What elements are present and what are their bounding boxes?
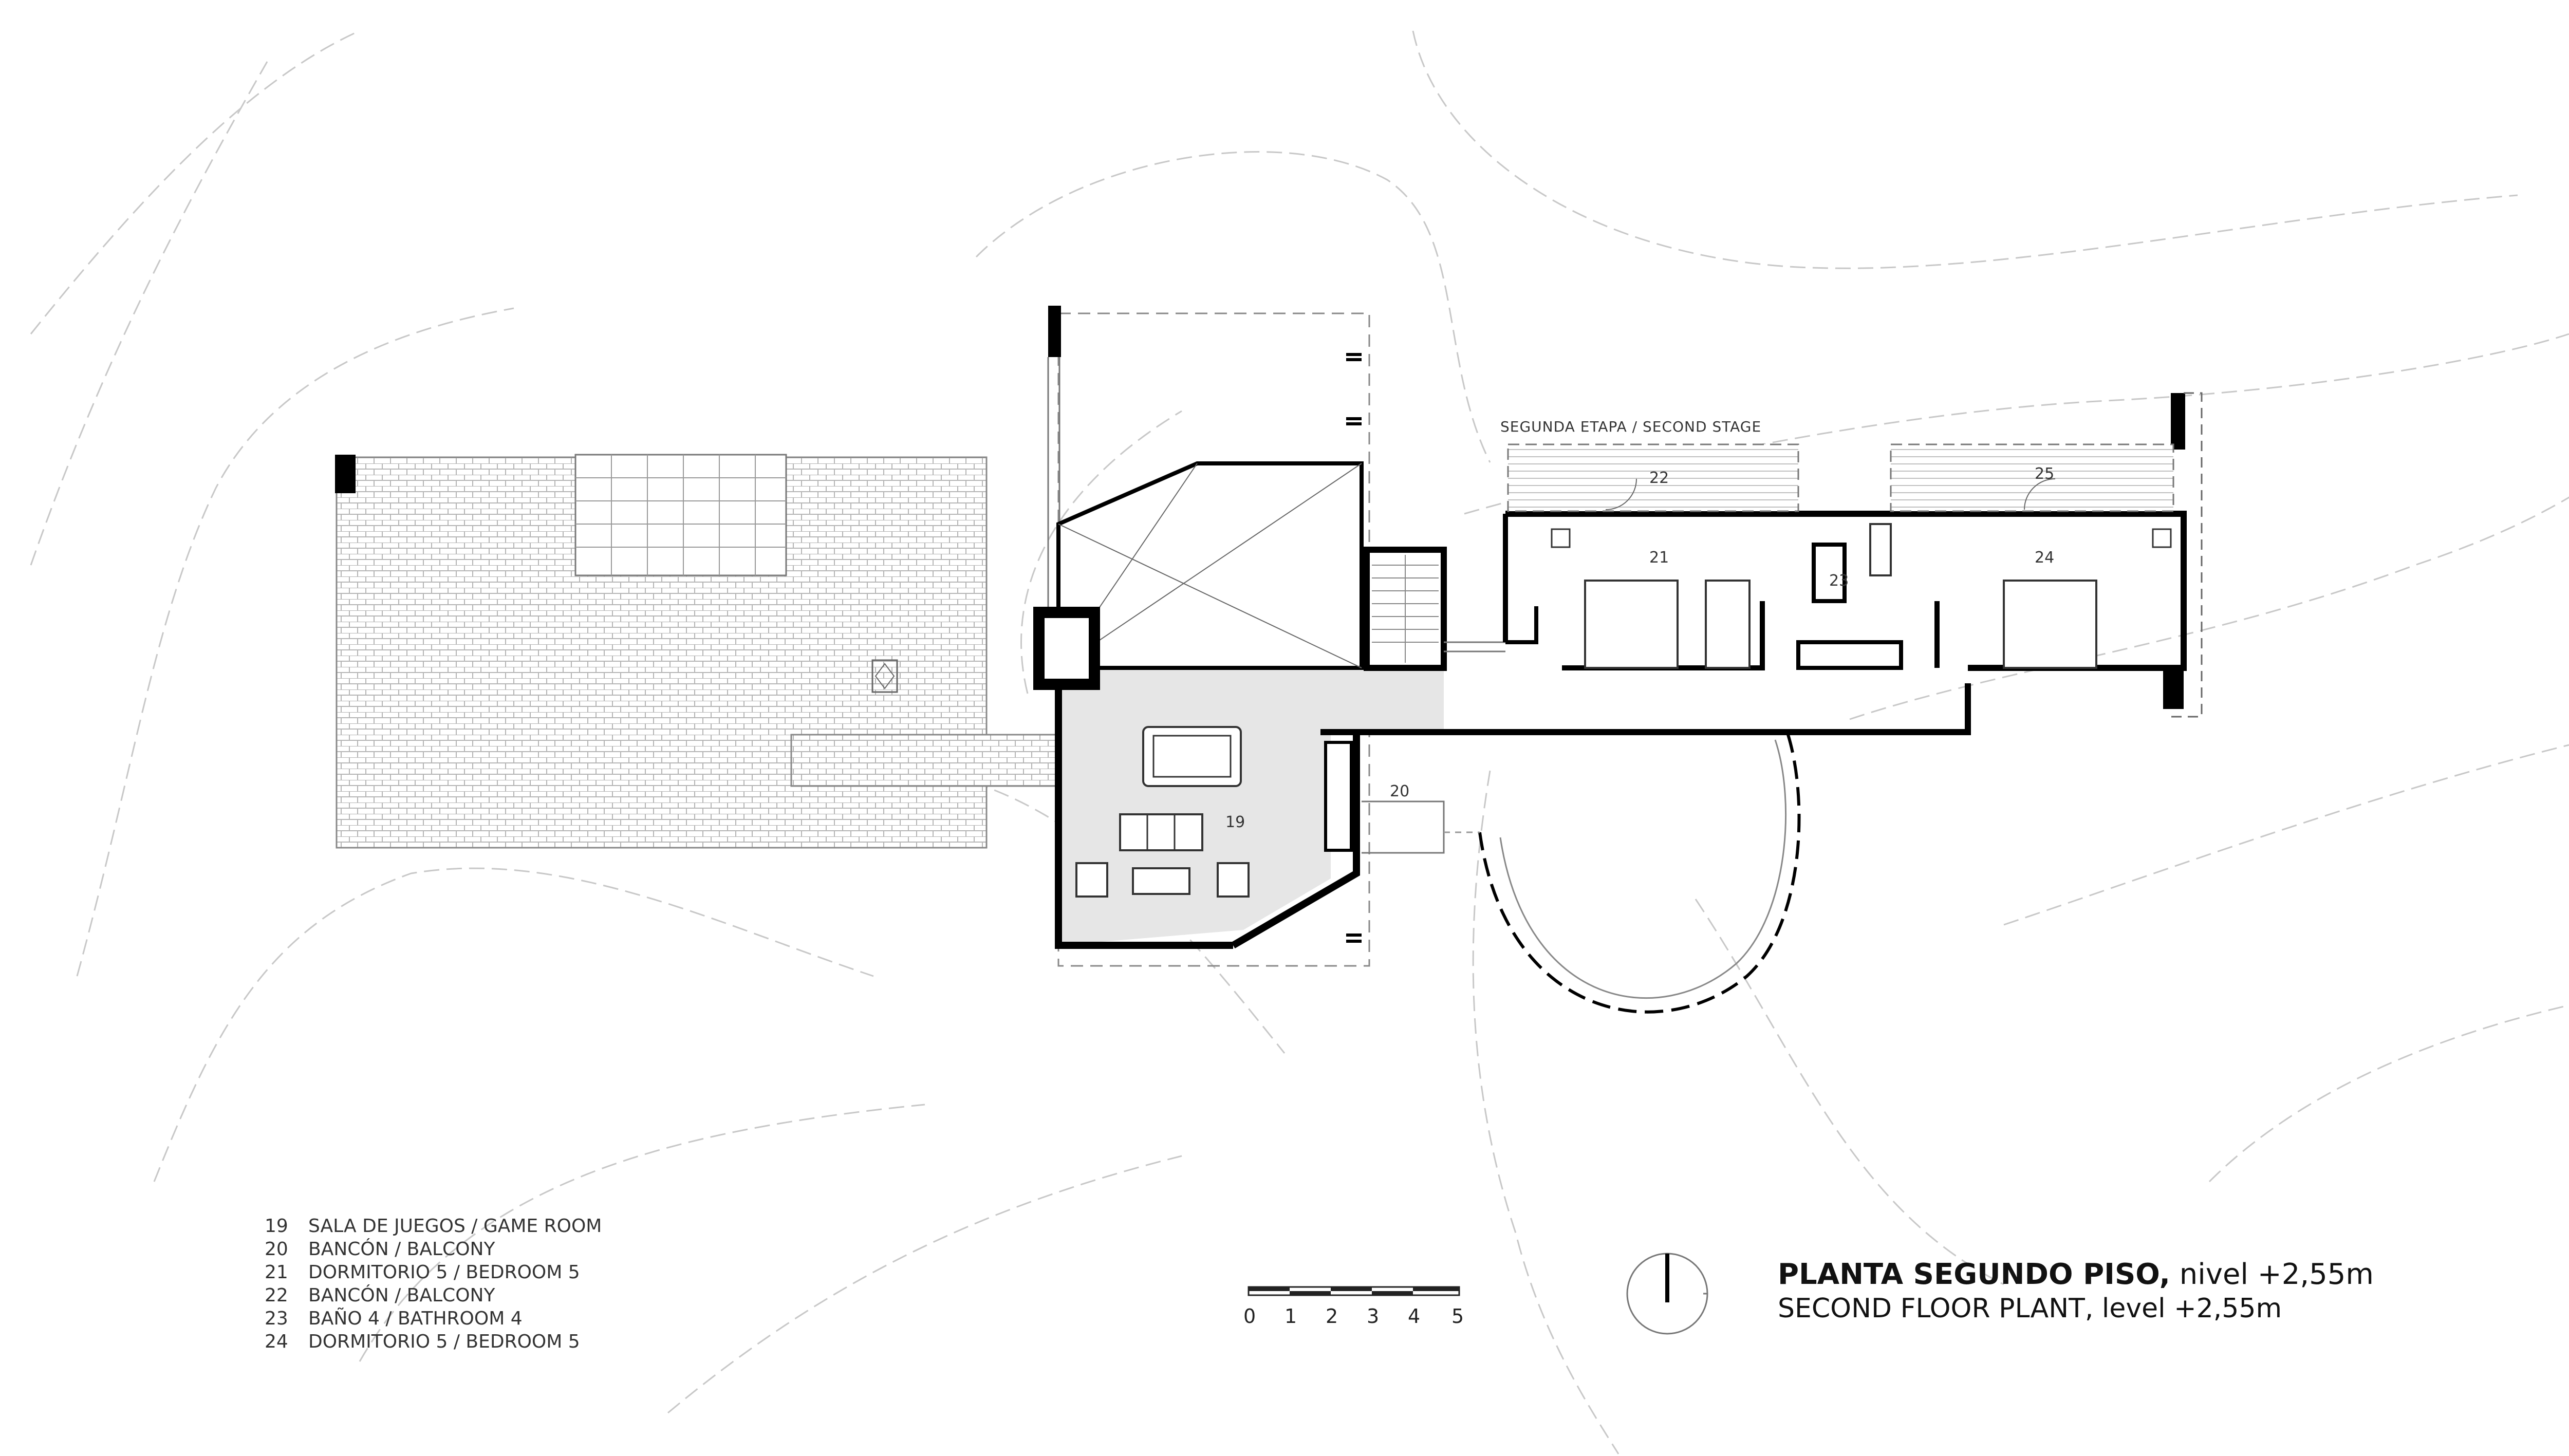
- curved-balcony: [1444, 734, 1801, 1014]
- room-number-19: 19: [1225, 813, 1245, 831]
- legend-item: 21 DORMITORIO 5 / BEDROOM 5: [265, 1261, 602, 1284]
- legend-label: BAÑO 4 / BATHROOM 4: [308, 1308, 523, 1329]
- room-number-22: 22: [1649, 469, 1669, 487]
- scale-label-2: 2: [1326, 1305, 1338, 1328]
- legend-label: SALA DE JUEGOS / GAME ROOM: [308, 1216, 602, 1237]
- scale-label-4: 4: [1408, 1305, 1420, 1328]
- plan-title-level: nivel +2,55m: [2170, 1258, 2374, 1291]
- legend-number: 19: [265, 1216, 288, 1237]
- room-number-23: 23: [1829, 572, 1849, 590]
- legend-number: 24: [265, 1331, 288, 1352]
- plan-subtitle: SECOND FLOOR PLANT, level +2,55m: [1778, 1293, 2282, 1324]
- legend-item: 20 BANCÓN / BALCONY: [265, 1238, 602, 1261]
- stage-label: SEGUNDA ETAPA / SECOND STAGE: [1500, 418, 1761, 435]
- plan-title: PLANTA SEGUNDO PISO, nivel +2,55m: [1778, 1258, 2374, 1291]
- room-number-25: 25: [2035, 465, 2054, 483]
- legend-item: 24 DORMITORIO 5 / BEDROOM 5: [265, 1330, 602, 1353]
- legend-item: 23 BAÑO 4 / BATHROOM 4: [265, 1307, 602, 1330]
- plan-title-block: PLANTA SEGUNDO PISO, nivel +2,55m SECOND…: [1778, 1258, 2374, 1324]
- legend-item: 22 BANCÓN / BALCONY: [265, 1284, 602, 1307]
- room-number-24: 24: [2035, 549, 2054, 567]
- scale-label-0: 0: [1243, 1305, 1256, 1328]
- legend-number: 23: [265, 1308, 288, 1329]
- game-room-block: [1033, 306, 1447, 967]
- scale-label-3: 3: [1367, 1305, 1379, 1328]
- room-number-20: 20: [1390, 782, 1409, 800]
- legend-label: BANCÓN / BALCONY: [308, 1285, 495, 1306]
- tiled-roof: [335, 454, 1065, 849]
- legend-number: 22: [265, 1285, 288, 1306]
- plan-title-main: PLANTA SEGUNDO PISO,: [1778, 1258, 2170, 1291]
- legend-number: 20: [265, 1239, 288, 1260]
- scale-label-5: 5: [1451, 1305, 1464, 1328]
- legend-item: 19 SALA DE JUEGOS / GAME ROOM: [265, 1215, 602, 1238]
- scale-label-1: 1: [1284, 1305, 1297, 1328]
- legend-number: 21: [265, 1262, 288, 1283]
- bedroom-wing: [1444, 392, 2203, 735]
- north-arrow-icon: [1626, 1253, 1708, 1335]
- room-number-21: 21: [1649, 549, 1669, 567]
- legend-label: DORMITORIO 5 / BEDROOM 5: [308, 1331, 580, 1352]
- legend-label: BANCÓN / BALCONY: [308, 1239, 495, 1260]
- scale-bar: 0 1 2 3 4 5: [1243, 1286, 1464, 1328]
- legend-label: DORMITORIO 5 / BEDROOM 5: [308, 1262, 580, 1283]
